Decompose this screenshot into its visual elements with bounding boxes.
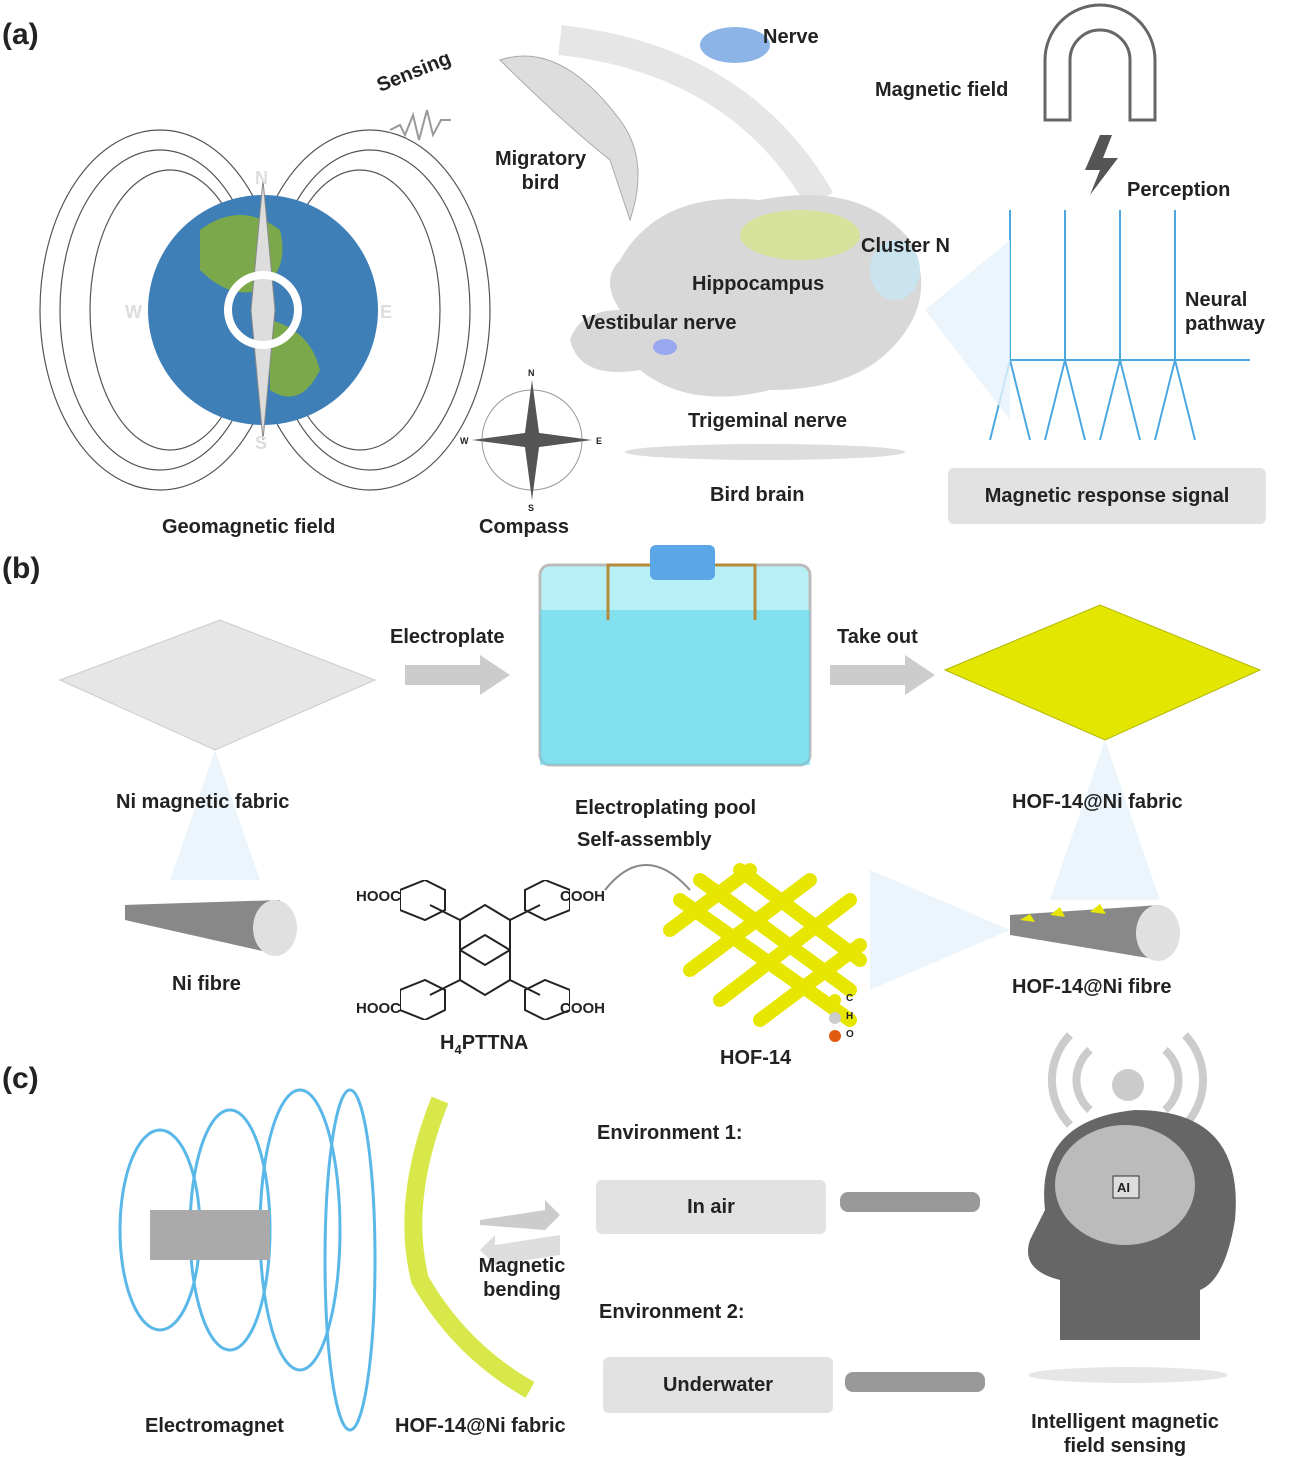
formula-h: H [440, 1032, 455, 1054]
bird-icon [499, 55, 639, 222]
label-environment-2: Environment 2: [599, 1301, 745, 1323]
label-line: pathway [1185, 313, 1266, 335]
sensing-wave-icon [389, 109, 451, 141]
magnetic-response-signal-box: Magnetic response signal [948, 468, 1266, 524]
label-geomagnetic-field: Geomagnetic field [162, 516, 336, 538]
label-ni-fibre: Ni fibre [172, 973, 241, 995]
label-h4pttna: H4PTTNA [440, 1031, 528, 1058]
signal-waves-icon [1047, 1032, 1208, 1128]
lightning-icon [1085, 135, 1118, 195]
label-electromagnet: Electromagnet [145, 1415, 284, 1437]
label-cooh-bottom: COOH [560, 1000, 605, 1017]
label-take-out: Take out [837, 626, 918, 648]
flow-arrow [558, 25, 834, 208]
compass-rose-icon [472, 380, 592, 500]
hof14-lattice-icon [663, 863, 867, 1027]
formula-subscript: 4 [454, 1042, 462, 1057]
earth-w: W [125, 302, 142, 322]
earth-s: S [255, 433, 268, 453]
hof-fabric-strip [404, 1096, 535, 1398]
earth-land [200, 215, 320, 397]
compass-n: N [528, 368, 535, 378]
hof-fibre-icon [1010, 904, 1180, 961]
ni-fabric-sheet [58, 619, 377, 751]
label-self-assembly: Self-assembly [577, 829, 712, 851]
label-hooc-bottom: HOOC [356, 1000, 401, 1017]
label-electroplating-pool: Electroplating pool [575, 797, 757, 819]
label-hof-fabric: HOF-14@Ni fabric [1012, 791, 1183, 813]
underwater-box: Underwater [603, 1357, 833, 1413]
arrow-electroplate [405, 655, 510, 695]
label-trigeminal-nerve: Trigeminal nerve [688, 410, 847, 432]
panel-label-b: (b) [2, 552, 41, 585]
label-hof14: HOF-14 [720, 1047, 792, 1069]
label-cluster-n: Cluster N [861, 235, 950, 257]
label-environment-1: Environment 1: [597, 1122, 743, 1144]
bidirectional-arrow [480, 1200, 560, 1230]
formula-rest: PTTNA [461, 1032, 529, 1054]
label-compass: Compass [479, 516, 570, 538]
label-electroplate: Electroplate [390, 626, 505, 648]
label-cooh-top: COOH [560, 888, 605, 905]
in-air-box: In air [596, 1180, 826, 1234]
panel-label-a: (a) [2, 18, 39, 51]
earth-n: N [255, 168, 268, 188]
label-line: Intelligent magnetic [1031, 1411, 1219, 1433]
compass-s: S [528, 503, 535, 513]
legend-h: H [846, 1011, 854, 1022]
label-line: bending [483, 1279, 561, 1301]
ni-fibre-icon [125, 900, 297, 956]
panel-label-c: (c) [2, 1062, 39, 1095]
label-perception: Perception [1127, 179, 1231, 201]
label-line: bird [521, 172, 560, 194]
label-hippocampus: Hippocampus [692, 273, 825, 295]
compass-needle-icon [250, 179, 276, 441]
hof-fabric-sheet [943, 604, 1262, 741]
label-hof-fibre: HOF-14@Ni fibre [1012, 976, 1172, 998]
label-line: Migratory [494, 148, 587, 170]
label-hooc-top: HOOC [356, 888, 401, 905]
h4pttna-structure [400, 880, 570, 1020]
earth-e: E [380, 302, 393, 322]
legend-o: O [846, 1029, 854, 1040]
ai-chip-label: AI [1117, 1180, 1130, 1195]
label-bird-brain: Bird brain [710, 484, 805, 506]
compass-w: W [460, 436, 469, 446]
label-line: field sensing [1063, 1435, 1187, 1457]
label-line: Neural [1185, 289, 1248, 311]
nerve-icon [700, 27, 770, 63]
legend-c: C [846, 993, 854, 1004]
label-nerve: Nerve [763, 26, 819, 48]
label-magnetic-field: Magnetic field [875, 79, 1009, 101]
compass-e: E [596, 436, 603, 446]
magnet-icon [1043, 3, 1157, 122]
label-ni-magnetic-fabric: Ni magnetic fabric [116, 791, 290, 813]
label-hof-fabric-c: HOF-14@Ni fabric [395, 1415, 566, 1437]
label-line: Magnetic [478, 1255, 566, 1277]
robot-hand-icon [840, 1192, 985, 1392]
power-source-icon [650, 545, 715, 580]
arrow-take-out [830, 655, 935, 695]
label-vestibular-nerve: Vestibular nerve [582, 312, 737, 334]
